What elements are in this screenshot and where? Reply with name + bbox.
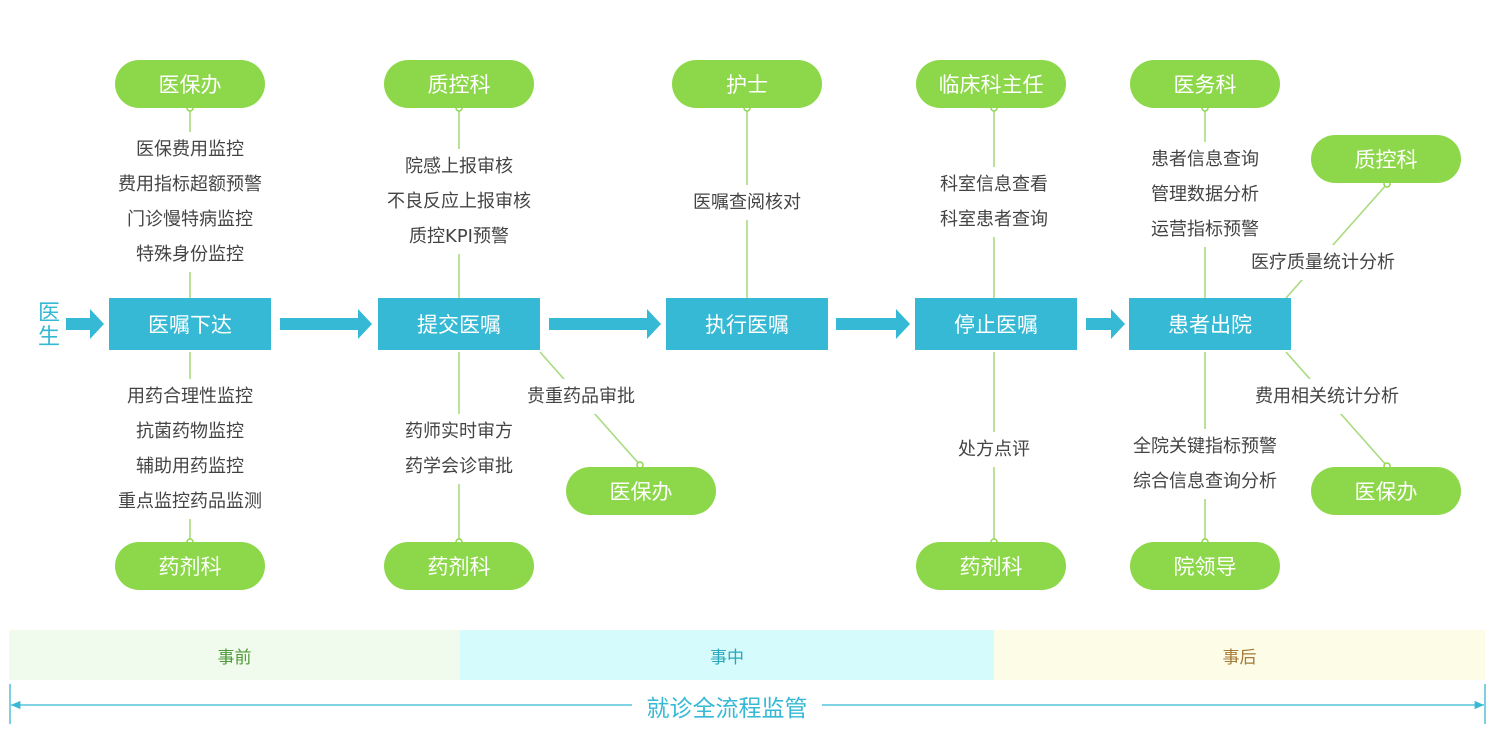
function-item: 贵重药品审批 [527, 386, 635, 407]
function-item: 处方点评 [958, 439, 1030, 460]
function-item: 药师实时审方 [405, 421, 513, 442]
function-item: 全院关键指标预警 [1133, 436, 1277, 457]
phase-after-band: 事后 [994, 630, 1485, 680]
step-issue-order: 医嘱下达 [109, 298, 271, 350]
function-item: 科室信息查看 [940, 174, 1048, 195]
doctor-label: 医生 [37, 301, 60, 350]
flow-arrow [836, 309, 910, 339]
function-item: 不良反应上报审核 [387, 191, 531, 212]
function-list: 科室信息查看 科室患者查询 [938, 167, 1050, 237]
function-item: 重点监控药品监测 [118, 491, 262, 512]
function-list: 医保费用监控 费用指标超额预警 门诊慢特病监控 特殊身份监控 [116, 132, 264, 272]
function-item: 综合信息查询分析 [1133, 471, 1277, 492]
function-item: 运营指标预警 [1151, 219, 1259, 240]
flow-arrow [549, 309, 661, 339]
function-item: 医保费用监控 [136, 139, 244, 160]
function-list: 药师实时审方 药学会诊审批 [403, 414, 515, 484]
function-item: 特殊身份监控 [136, 244, 244, 265]
step-stop-order: 停止医嘱 [915, 298, 1077, 350]
function-item: 管理数据分析 [1151, 184, 1259, 205]
function-list: 全院关键指标预警 综合信息查询分析 [1131, 429, 1279, 499]
role-pill: 医保办 [115, 60, 265, 108]
phase-before-band: 事前 [9, 630, 460, 680]
function-item: 科室患者查询 [940, 209, 1048, 230]
function-list: 患者信息查询 管理数据分析 运营指标预警 [1149, 142, 1261, 247]
role-pill: 临床科主任 [916, 60, 1066, 108]
function-item: 用药合理性监控 [127, 386, 253, 407]
step-discharge: 患者出院 [1129, 298, 1291, 350]
role-pill: 药剂科 [115, 542, 265, 590]
function-item: 患者信息查询 [1151, 149, 1259, 170]
function-item: 费用指标超额预警 [118, 174, 262, 195]
function-item: 医疗质量统计分析 [1251, 252, 1395, 273]
flow-arrow [280, 309, 372, 339]
function-list: 贵重药品审批 [525, 379, 637, 414]
role-pill: 院领导 [1130, 542, 1280, 590]
function-list: 医嘱查阅核对 [691, 185, 803, 220]
flow-arrow [66, 309, 104, 339]
role-pill: 医保办 [1311, 467, 1461, 515]
function-item: 辅助用药监控 [136, 456, 244, 477]
flow-arrow [1086, 309, 1125, 339]
step-submit-order: 提交医嘱 [378, 298, 540, 350]
function-item: 质控KPI预警 [409, 226, 509, 247]
step-execute-order: 执行医嘱 [666, 298, 828, 350]
overall-process-label: 就诊全流程监管 [632, 688, 822, 724]
role-pill: 药剂科 [916, 542, 1066, 590]
role-pill: 药剂科 [384, 542, 534, 590]
function-item: 药学会诊审批 [405, 456, 513, 477]
function-item: 费用相关统计分析 [1255, 386, 1399, 407]
function-list: 医疗质量统计分析 [1249, 245, 1397, 280]
role-pill: 医保办 [566, 467, 716, 515]
function-item: 抗菌药物监控 [136, 421, 244, 442]
role-pill: 质控科 [384, 60, 534, 108]
function-item: 门诊慢特病监控 [127, 209, 253, 230]
function-item: 院感上报审核 [405, 156, 513, 177]
phase-during-band: 事中 [460, 630, 994, 680]
function-list: 用药合理性监控 抗菌药物监控 辅助用药监控 重点监控药品监测 [116, 379, 264, 519]
role-pill: 医务科 [1130, 60, 1280, 108]
function-list: 费用相关统计分析 [1253, 379, 1401, 414]
role-pill: 护士 [672, 60, 822, 108]
function-item: 医嘱查阅核对 [693, 192, 801, 213]
function-list: 院感上报审核 不良反应上报审核 质控KPI预警 [385, 149, 533, 254]
role-pill: 质控科 [1311, 135, 1461, 183]
function-list: 处方点评 [956, 432, 1032, 467]
